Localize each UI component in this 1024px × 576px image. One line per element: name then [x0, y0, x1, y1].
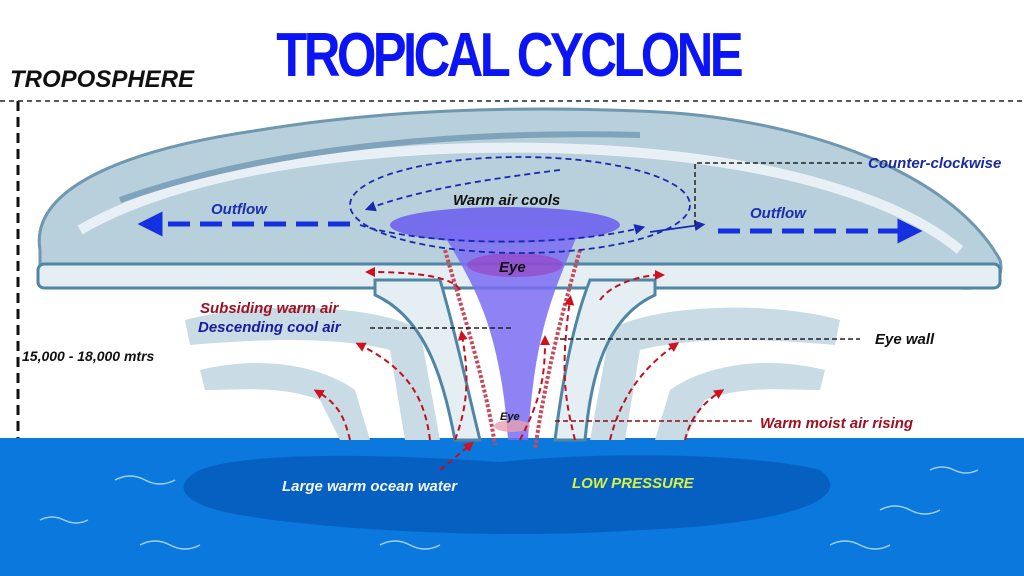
- ocean-shadow: [183, 455, 831, 535]
- counter-clockwise-pointer: [694, 162, 862, 225]
- counter-clockwise-arrow-3: [649, 220, 706, 233]
- eye-wall-red-right: [533, 249, 582, 451]
- troposphere-label: TROPOSPHERE: [10, 66, 195, 93]
- eye-bottom-label: Eye: [500, 411, 520, 423]
- height-label: 15,000 - 18,000 mtrs: [22, 348, 155, 364]
- eye-bottom-ellipse: [494, 420, 530, 432]
- subsiding-warm-air-label: Subsiding warm air: [200, 300, 340, 317]
- anvil-cloud: [37, 107, 1003, 290]
- warm-air-cools-label: Warm air cools: [453, 192, 560, 209]
- counter-clockwise-label: Counter-clockwise: [868, 155, 1001, 172]
- eye-wall-red-left: [443, 249, 497, 446]
- eye-funnel: [440, 228, 580, 440]
- outflow-left-label: Outflow: [211, 201, 268, 218]
- anvil-streak: [118, 131, 641, 203]
- warm-air-arrows: [313, 267, 725, 471]
- rain-bands: [185, 307, 840, 440]
- low-pressure-label: LOW PRESSURE: [572, 475, 695, 492]
- waves: [39, 466, 979, 550]
- eye-top-ellipse: [467, 253, 563, 277]
- ocean-water-label: Large warm ocean water: [282, 478, 458, 495]
- eye-wall-label: Eye wall: [875, 331, 935, 348]
- anvil-streak: [77, 142, 964, 254]
- eye-top-label: Eye: [499, 259, 526, 276]
- warm-moist-air-rising-label: Warm moist air rising: [760, 415, 913, 432]
- outflow-right-label: Outflow: [750, 205, 807, 222]
- eye-wall-right: [553, 278, 657, 442]
- counter-clockwise-arrow-2: [359, 224, 646, 243]
- diagram-title: TROPICAL CYCLONE: [276, 21, 743, 90]
- circulation-outer: [349, 156, 691, 254]
- counter-clockwise-arrow-1: [364, 169, 561, 212]
- descending-cool-air-label: Descending cool air: [198, 319, 342, 336]
